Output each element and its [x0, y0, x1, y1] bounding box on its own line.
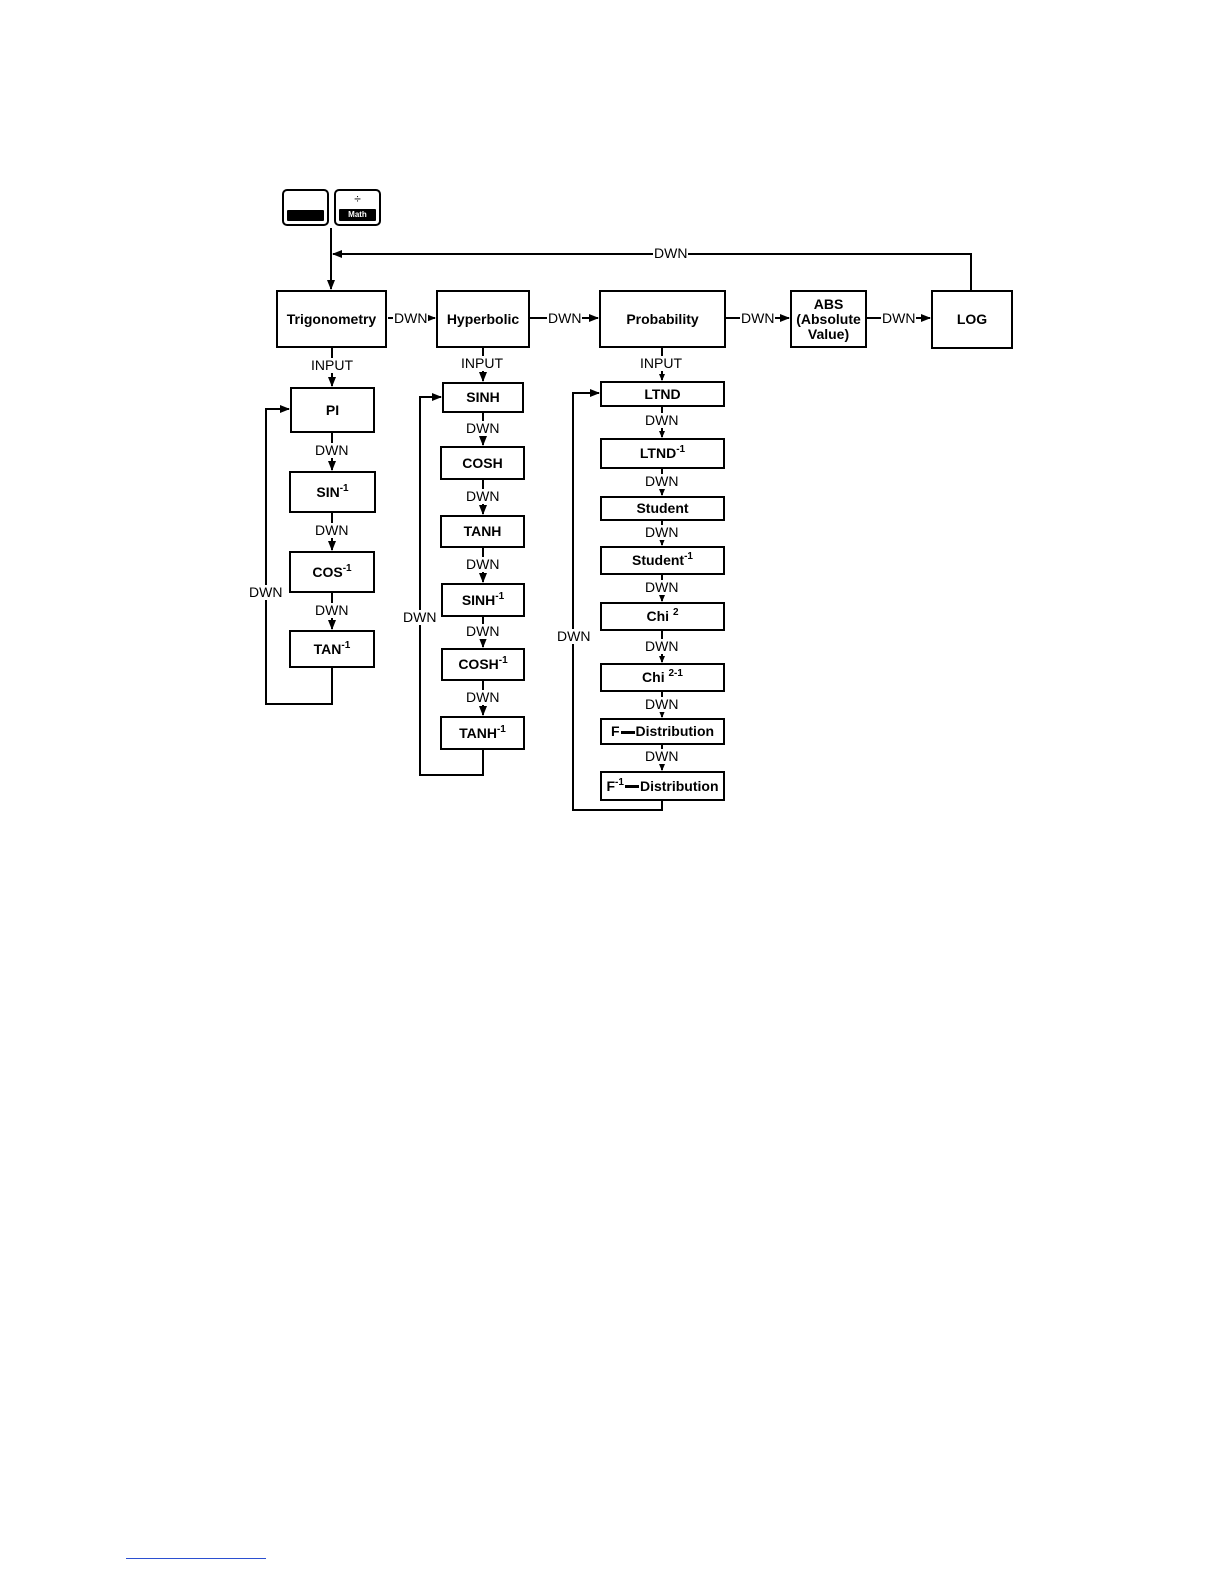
math-key-label: Math — [339, 209, 376, 221]
dwn-label-hyp-4: DWN — [465, 623, 501, 639]
trig-item-sin-inverse-text: SIN-1 — [316, 482, 349, 500]
hyp-item-tanh-inverse: TANH-1 — [440, 716, 525, 750]
math-key: ÷ Math — [334, 189, 381, 226]
prob-item-chi2-inverse-text: Chi 2-1 — [642, 668, 683, 685]
dwn-label-hyp-1: DWN — [465, 420, 501, 436]
menu-abs-line1: ABS — [813, 295, 844, 312]
input-label-trig: INPUT — [310, 357, 354, 373]
hyp-item-cosh: COSH — [440, 446, 525, 480]
divide-symbol: ÷ — [354, 192, 361, 206]
dwn-label-prob-4: DWN — [644, 579, 680, 595]
prob-item-chi2-text: Chi 2 — [646, 607, 679, 624]
dwn-label-hyp-loop: DWN — [402, 609, 438, 625]
hyp-item-tanh: TANH — [440, 515, 525, 548]
menu-probability: Probability — [599, 290, 726, 348]
menu-hyperbolic: Hyperbolic — [436, 290, 530, 348]
prob-item-ltnd: LTND — [600, 381, 725, 407]
hyp-item-sinh-inverse: SINH-1 — [441, 583, 525, 617]
dwn-label-trig-hyp: DWN — [393, 310, 429, 326]
trig-item-tan-inverse-text: TAN-1 — [313, 639, 351, 657]
dwn-label-prob-7: DWN — [644, 748, 680, 764]
hyp-item-tanh-text: TANH — [463, 523, 502, 539]
hyp-item-cosh-inverse: COSH-1 — [441, 648, 525, 681]
dwn-label-prob-6: DWN — [644, 696, 680, 712]
dwn-label-prob-3: DWN — [644, 524, 680, 540]
hyp-item-cosh-text: COSH — [462, 454, 503, 471]
prob-item-student: Student — [600, 496, 725, 521]
hyp-item-sinh-inverse-text: SINH-1 — [461, 590, 505, 608]
hyp-item-sinh: SINH — [442, 382, 524, 413]
hyp-item-sinh-text: SINH — [466, 389, 500, 405]
menu-log: LOG — [931, 290, 1013, 349]
trig-item-cos-inverse-text: COS-1 — [312, 562, 352, 580]
prob-item-student-inverse: Student-1 — [600, 546, 725, 575]
menu-trigonometry: Trigonometry — [276, 290, 387, 348]
hyp-item-cosh-inverse-text: COSH-1 — [458, 655, 508, 672]
dwn-label-loop-top: DWN — [653, 245, 689, 261]
menu-probability-label: Probability — [626, 310, 699, 327]
footnote-separator — [126, 1558, 266, 1559]
dash-icon — [624, 785, 639, 789]
second-key-bar — [287, 210, 324, 221]
prob-item-chi2: Chi 2 — [600, 602, 725, 631]
dwn-label-prob-5: DWN — [644, 638, 680, 654]
dwn-label-prob-2: DWN — [644, 473, 680, 489]
input-label-prob: INPUT — [639, 355, 683, 371]
prob-item-ltnd-inverse: LTND-1 — [600, 438, 725, 469]
dwn-label-abs-log: DWN — [881, 310, 917, 326]
dwn-label-prob-abs: DWN — [740, 310, 776, 326]
dwn-label-hyp-2: DWN — [465, 488, 501, 504]
menu-abs-line3: Value) — [807, 325, 850, 342]
dwn-label-hyp-prob: DWN — [547, 310, 583, 326]
menu-abs-line2: (Absolute — [796, 310, 861, 327]
prob-item-chi2-inverse: Chi 2-1 — [600, 663, 725, 692]
trig-item-sin-inverse: SIN-1 — [289, 471, 376, 513]
prob-item-ltnd-text: LTND — [644, 385, 681, 402]
prob-item-student-inverse-text: Student-1 — [631, 551, 693, 568]
dash-icon — [620, 730, 635, 734]
hyp-item-tanh-inverse-text: TANH-1 — [459, 723, 506, 741]
dwn-label-prob-loop: DWN — [556, 628, 592, 644]
dwn-label-trig-loop: DWN — [248, 584, 284, 600]
trig-item-tan-inverse: TAN-1 — [289, 630, 375, 668]
trig-item-pi-text: PI — [325, 401, 340, 418]
dwn-label-trig-3: DWN — [314, 602, 350, 618]
second-function-key — [282, 189, 329, 226]
dwn-label-hyp-5: DWN — [465, 689, 501, 705]
dwn-label-trig-1: DWN — [314, 442, 350, 458]
trig-item-cos-inverse: COS-1 — [289, 551, 375, 593]
menu-hyperbolic-label: Hyperbolic — [446, 310, 520, 327]
prob-item-student-text: Student — [636, 500, 689, 516]
dwn-label-hyp-3: DWN — [465, 556, 501, 572]
input-label-hyp: INPUT — [460, 355, 504, 371]
dwn-label-prob-1: DWN — [644, 412, 680, 428]
menu-trigonometry-label: Trigonometry — [286, 310, 377, 327]
menu-log-label: LOG — [956, 311, 988, 327]
trig-item-pi: PI — [290, 387, 375, 433]
prob-item-ltnd-inverse-text: LTND-1 — [639, 444, 686, 461]
dwn-label-trig-2: DWN — [314, 522, 350, 538]
menu-abs: ABS (Absolute Value) — [790, 290, 867, 348]
